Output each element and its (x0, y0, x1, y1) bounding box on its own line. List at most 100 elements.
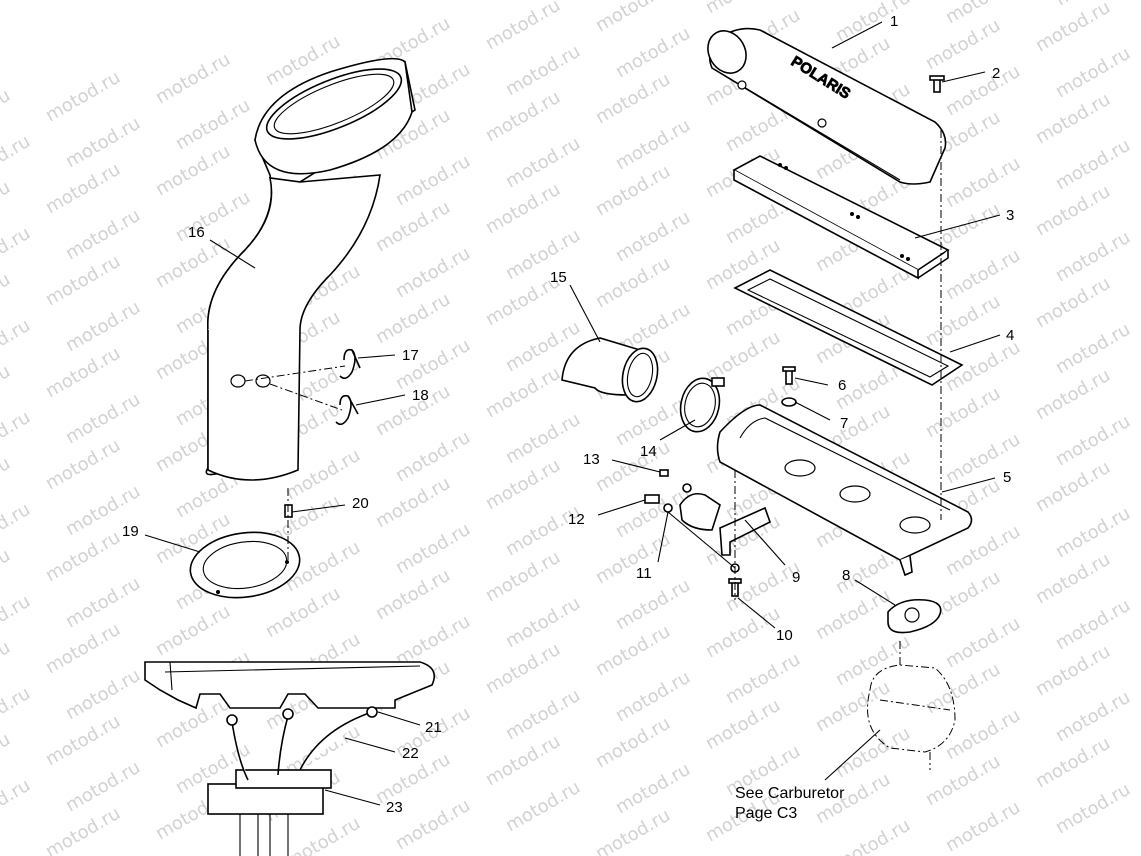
watermark-text: motod.ru (1032, 273, 1114, 332)
callout-17: 17 (402, 347, 419, 364)
callout-13: 13 (583, 451, 600, 468)
watermark-text: motod.ru (62, 757, 144, 816)
watermark-text: motod.ru (152, 141, 234, 200)
callout-5: 5 (1003, 469, 1011, 486)
watermark-text: motod.ru (592, 805, 674, 856)
watermark-text: motod.ru (702, 0, 784, 18)
callout-14: 14 (640, 443, 657, 460)
intake-tube-16 (205, 57, 416, 481)
callout-11: 11 (636, 565, 652, 582)
watermark-text: motod.ru (612, 667, 694, 726)
watermark-text: motod.ru (1052, 411, 1134, 470)
watermark-text: motod.ru (1032, 641, 1114, 700)
bolt-13 (659, 469, 692, 493)
bolt-12 (644, 494, 660, 504)
watermark-text: motod.ru (372, 565, 454, 624)
engine-assembly (144, 661, 436, 856)
leader-lines (144, 21, 1001, 806)
bracket-9 (719, 506, 771, 556)
watermark-text: motod.ru (42, 343, 124, 402)
watermark-text: motod.ru (42, 251, 124, 310)
watermark-text: motod.ru (502, 133, 584, 192)
filter-element-3 (732, 155, 950, 280)
watermark-text: motod.ru (42, 159, 124, 218)
watermark-text: motod.ru (592, 621, 674, 680)
watermark-text: motod.ru (392, 243, 474, 302)
inlet-duct-15 (561, 337, 659, 403)
callout-labels: 1 2 3 4 5 6 7 8 9 10 11 12 13 14 15 16 1… (122, 13, 1014, 816)
clip-18-axis (269, 383, 343, 411)
watermark-text: motod.ru (592, 161, 674, 220)
carburetor-note-line2: Page C3 (735, 805, 797, 822)
watermark-text: motod.ru (152, 49, 234, 108)
washer-7 (781, 397, 797, 407)
watermark-text: motod.ru (392, 795, 474, 854)
watermark-text: motod.ru (1032, 365, 1114, 424)
watermark-text: motod.ru (482, 547, 564, 606)
watermark-text: motod.ru (392, 427, 474, 486)
watermark-text: motod.ru (592, 253, 674, 312)
carburetor-outline (867, 640, 956, 770)
fuel-hose-22 (231, 711, 373, 781)
watermark-text: motod.ru (502, 593, 584, 652)
callout-2: 2 (992, 65, 1000, 82)
watermark-text: motod.ru (392, 151, 474, 210)
watermark-text: motod.ru (922, 383, 1004, 442)
watermark-text: motod.ru (1032, 89, 1114, 148)
watermark-text: motod.ru (1032, 181, 1114, 240)
watermark-text: motod.ru (372, 197, 454, 256)
watermark-text: motod.ru (612, 115, 694, 174)
callout-6: 6 (838, 377, 846, 394)
gasket-ring-19 (189, 531, 301, 599)
watermark-text: motod.ru (42, 435, 124, 494)
clip-17-axis (244, 365, 346, 382)
watermark-text: motod.ru (42, 619, 124, 678)
watermark-text: motod.ru (62, 573, 144, 632)
callout-7: 7 (840, 415, 848, 432)
watermark-text: motod.ru (612, 575, 694, 634)
watermark-text: motod.ru (372, 473, 454, 532)
watermark-text: motod.ru (372, 289, 454, 348)
watermark-text: motod.ru (612, 759, 694, 818)
callout-20: 20 (352, 495, 369, 512)
watermark-text: motod.ru (1052, 687, 1134, 746)
callout-15: 15 (550, 269, 567, 286)
watermark-text: motod.ru (502, 501, 584, 560)
watermark-text: motod.ru (1032, 549, 1114, 608)
watermark-text: motod.ru (482, 363, 564, 422)
watermark-text: motod.ru (1032, 733, 1114, 792)
watermark-text: motod.ru (592, 437, 674, 496)
watermark-text: motod.ru (42, 803, 124, 856)
watermark-text: motod.ru (722, 649, 804, 708)
watermark-text: motod.ru (62, 205, 144, 264)
watermark-text: motod.ru (942, 429, 1024, 488)
watermark-text: motod.ru (942, 245, 1024, 304)
watermark-text: motod.ru (1052, 227, 1134, 286)
watermark-text: motod.ru (1032, 0, 1114, 56)
callout-12: 12 (568, 511, 585, 528)
watermark-text: motod.ru (502, 41, 584, 100)
watermark-text: motod.ru (592, 69, 674, 128)
watermark-text: motod.ru (612, 207, 694, 266)
carburetor-note-line1: See Carburetor (735, 785, 845, 802)
watermark-text: motod.ru (502, 685, 584, 744)
callout-19: 19 (122, 523, 139, 540)
callout-21: 21 (425, 719, 442, 736)
callout-23: 23 (386, 799, 403, 816)
watermark-text: motod.ru (0, 269, 14, 328)
watermark-text: motod.ru (42, 527, 124, 586)
screw-20 (284, 488, 293, 560)
callout-3: 3 (1006, 207, 1014, 224)
watermark-text: motod.ru (482, 87, 564, 146)
flange-gasket-8 (887, 598, 942, 634)
watermark-text: motod.ru (62, 297, 144, 356)
callout-8: 8 (842, 567, 850, 584)
watermark-text: motod.ru (1052, 595, 1134, 654)
callout-1: 1 (890, 13, 898, 30)
watermark-text: motod.ru (262, 583, 344, 642)
watermark-text: motod.ru (1052, 135, 1134, 194)
watermark-text: motod.ru (0, 177, 14, 236)
watermark-text: motod.ru (0, 775, 34, 834)
watermark-text: motod.ru (1052, 43, 1134, 102)
watermark-text: motod.ru (62, 665, 144, 724)
